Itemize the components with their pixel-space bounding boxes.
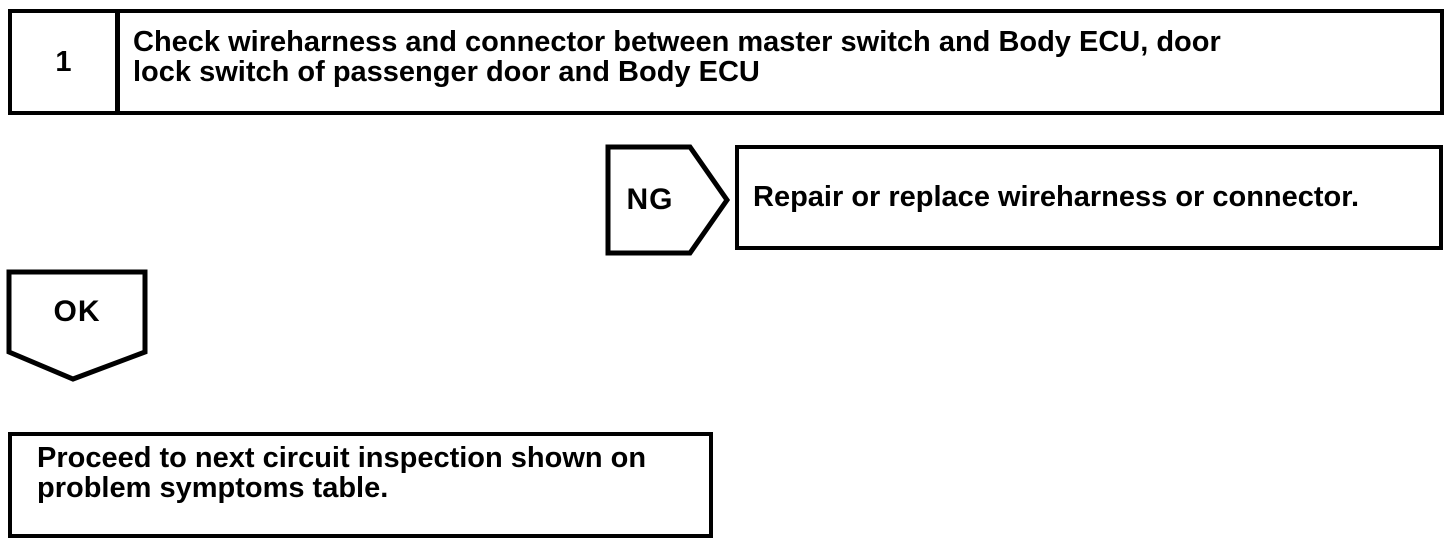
step-description-line-2: lock switch of passenger door and Body E… (133, 56, 760, 88)
ng-action-text: Repair or replace wireharness or connect… (753, 181, 1360, 213)
step-description: Check wireharness and connector between … (120, 13, 1440, 111)
step-number: 1 (12, 13, 120, 111)
ng-action-box: Repair or replace wireharness or connect… (735, 145, 1443, 250)
ok-label: OK (53, 295, 101, 328)
ok-action-line-2: problem symptoms table. (37, 472, 389, 504)
step-description-line-1: Check wireharness and connector between … (133, 26, 1221, 58)
ng-label: NG (626, 183, 674, 216)
ok-pentagon-icon (6, 269, 148, 382)
step-box: 1 Check wireharness and connector betwee… (8, 9, 1444, 115)
ng-pentagon-icon (605, 144, 731, 256)
ok-action-box: Proceed to next circuit inspection shown… (8, 432, 713, 538)
ng-connector: NG (603, 142, 735, 260)
ok-action-line-1: Proceed to next circuit inspection shown… (37, 442, 647, 474)
ok-connector: OK (4, 267, 154, 385)
